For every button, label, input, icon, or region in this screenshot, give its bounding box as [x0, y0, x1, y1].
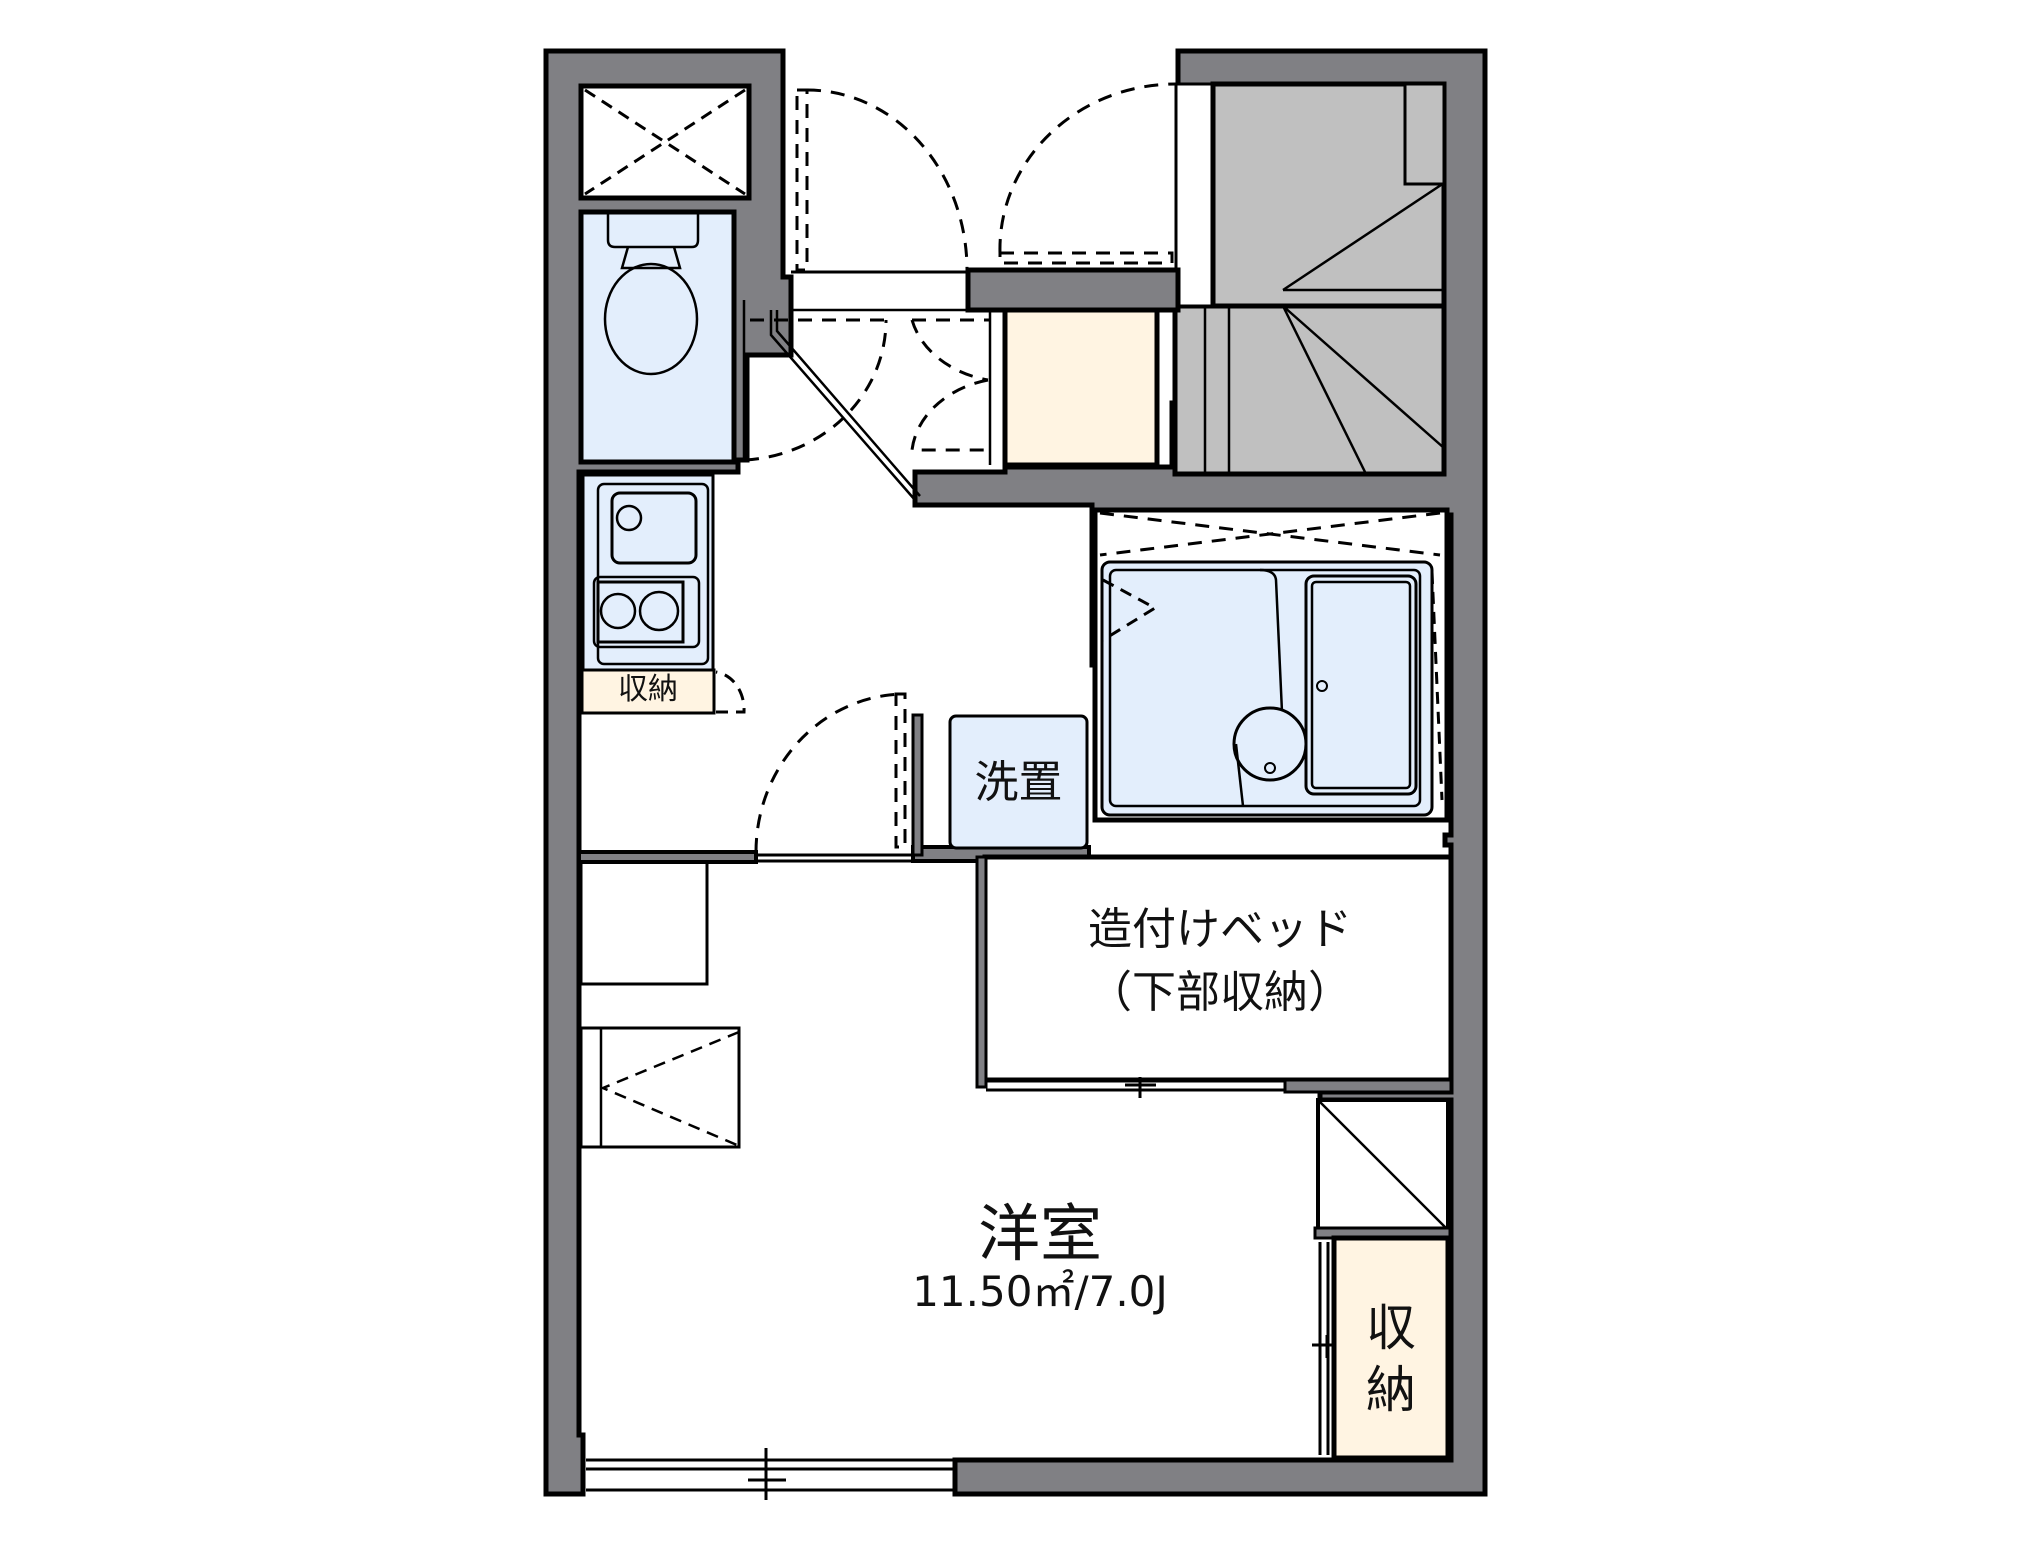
stairs — [1172, 81, 1447, 477]
room-door-swing — [754, 692, 907, 853]
entrance-wall-stub — [965, 267, 1181, 313]
toilet-icon — [603, 213, 700, 376]
stove-burner-icon — [599, 592, 637, 630]
bathtub — [1304, 574, 1418, 796]
built-in-bed — [982, 854, 1454, 1083]
closet-label-top: 収 — [1366, 1299, 1416, 1357]
shoe-storage — [1002, 302, 1160, 468]
closet-label-bottom: 納 — [1366, 1361, 1416, 1419]
washer-space-label: 洗置 — [974, 757, 1063, 808]
built-in-bed-label-line2: （下部収納） — [1088, 967, 1352, 1018]
washbasin-icon — [1232, 706, 1308, 782]
toilet-room — [578, 209, 737, 465]
built-in-bed-label-line1: 造付けベッド — [1088, 904, 1352, 955]
closet-box — [1331, 1235, 1451, 1461]
washer-space — [948, 714, 1089, 850]
kitchen-storage-box — [580, 668, 716, 715]
stove-burner-icon — [638, 590, 680, 632]
bathroom — [1092, 507, 1450, 823]
entrance-door-swings — [795, 82, 1177, 272]
kitchen-counter — [581, 473, 715, 672]
sink-drain-icon — [615, 504, 643, 532]
kitchen-storage-label: 収納 — [618, 672, 678, 707]
main-room-name: 洋室 — [977, 1197, 1102, 1270]
main-room-area: 11.50㎡/7.0J — [912, 1267, 1168, 1316]
